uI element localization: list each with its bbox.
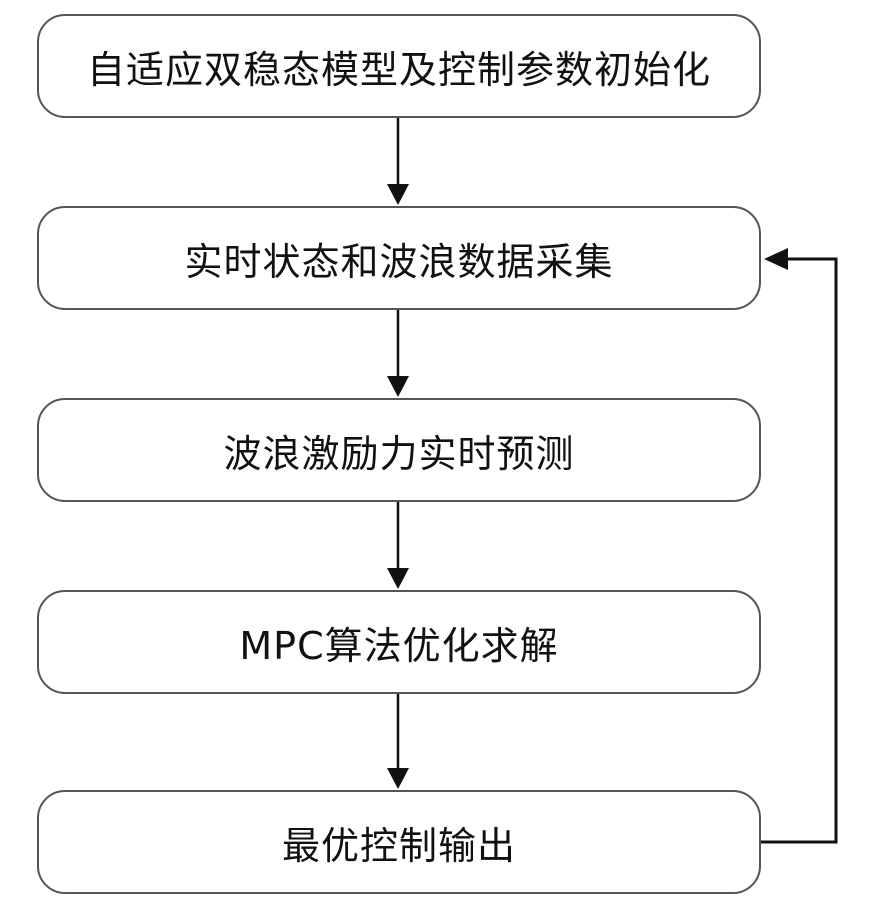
feedback-loop-arrow xyxy=(761,248,836,842)
arrow-acquisition-to-prediction xyxy=(387,310,409,397)
arrow-prediction-to-mpc xyxy=(387,502,409,589)
step-label-optimal-output: 最优控制输出 xyxy=(282,815,516,870)
step-box-init: 自适应双稳态模型及控制参数初始化 xyxy=(37,14,761,118)
step-label-wave-prediction: 波浪激励力实时预测 xyxy=(223,423,574,478)
arrow-init-to-acquisition xyxy=(387,118,409,205)
step-label-data-acquisition: 实时状态和波浪数据采集 xyxy=(184,231,613,286)
step-box-mpc-solve: MPC算法优化求解 xyxy=(37,590,761,694)
arrow-mpc-to-output xyxy=(387,694,409,789)
step-label-mpc-solve: MPC算法优化求解 xyxy=(239,615,558,670)
step-box-wave-prediction: 波浪激励力实时预测 xyxy=(37,398,761,502)
step-box-data-acquisition: 实时状态和波浪数据采集 xyxy=(37,206,761,310)
step-box-optimal-output: 最优控制输出 xyxy=(37,790,761,894)
step-label-init: 自适应双稳态模型及控制参数初始化 xyxy=(87,39,711,94)
